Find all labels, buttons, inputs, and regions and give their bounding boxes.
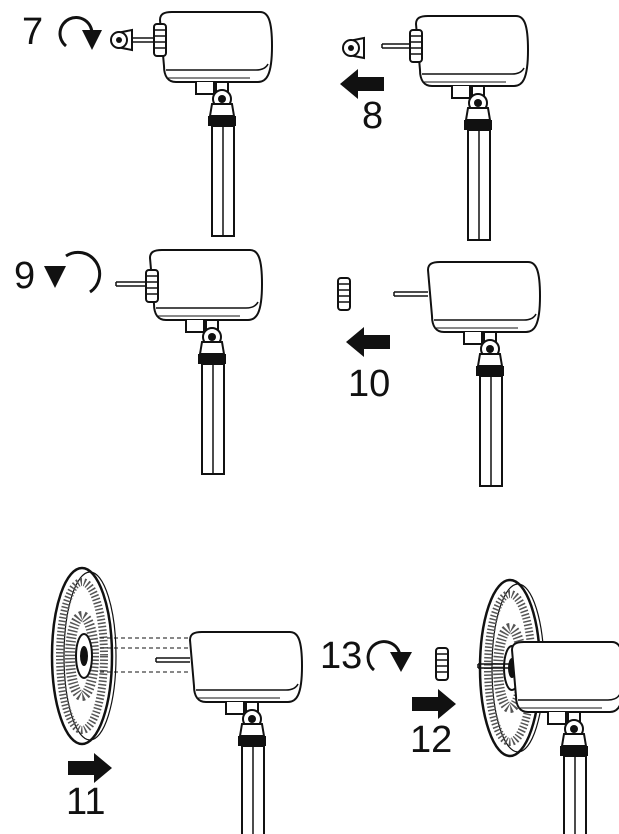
fan-head [427,261,541,487]
rotate-clockwise-icon [366,640,412,672]
panel-step-7: 7 [22,11,273,237]
arrow-left-icon [346,327,390,357]
panel-step-12-13: 13 12 [320,580,619,834]
panel-step-8: 8 [340,15,529,241]
rear-guard [52,568,116,744]
motor-shaft [393,291,429,297]
panel-step-9: 9 [14,249,263,475]
fan-head [159,11,273,237]
rear-nut [153,23,167,57]
fan-head [149,249,263,475]
step-number: 13 [320,635,362,677]
step-number: 9 [14,255,35,297]
rear-nut [145,269,159,303]
step-number: 12 [410,719,452,761]
arrow-right-icon [68,753,112,783]
rear-nut [409,29,423,63]
panel-step-11: 11 [52,568,303,834]
step-number: 7 [22,11,43,53]
panel-step-10: 10 [337,261,541,487]
fan-head [189,631,303,834]
rotate-clockwise-icon [58,16,102,50]
motor-shaft [115,281,151,287]
arrow-right-icon [412,689,456,719]
rear-nut [337,277,351,311]
motor-shaft [155,657,191,663]
rear-cap [110,29,133,51]
rotate-counter-clockwise-icon [44,250,102,294]
step-number: 11 [66,781,105,823]
alignment-lines [100,637,190,673]
step-number: 8 [362,95,383,137]
step-number: 10 [348,363,390,405]
front-nut [435,647,449,681]
rear-cap [342,37,365,59]
fan-head [415,15,529,241]
